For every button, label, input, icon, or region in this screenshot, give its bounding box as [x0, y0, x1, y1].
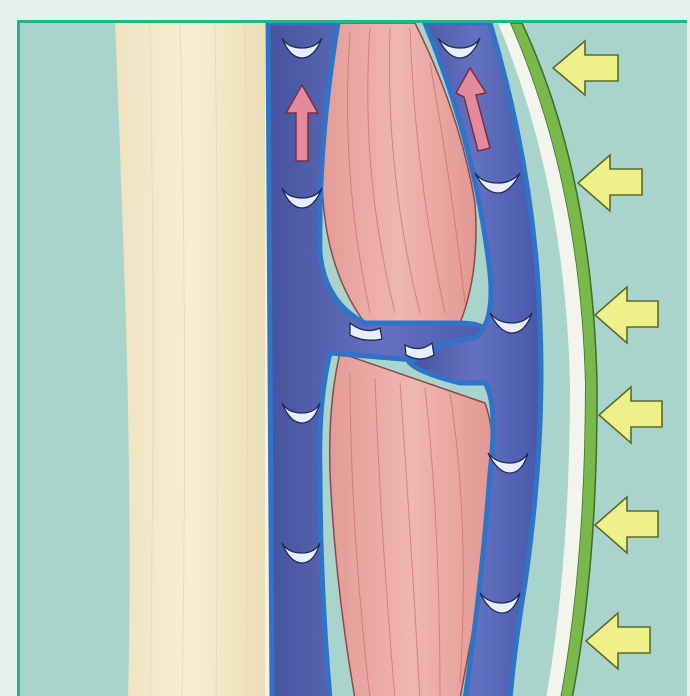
pressure-arrow-icon [599, 387, 662, 443]
pressure-arrow-icon [578, 155, 642, 211]
venous-pump-diagram [20, 23, 687, 696]
pressure-arrow-icon [586, 613, 650, 669]
pressure-arrow-icon [553, 41, 618, 95]
bone [115, 23, 265, 696]
illustration-frame [17, 20, 687, 696]
pressure-arrow-icon [595, 497, 658, 553]
pressure-arrow-icon [595, 287, 658, 343]
